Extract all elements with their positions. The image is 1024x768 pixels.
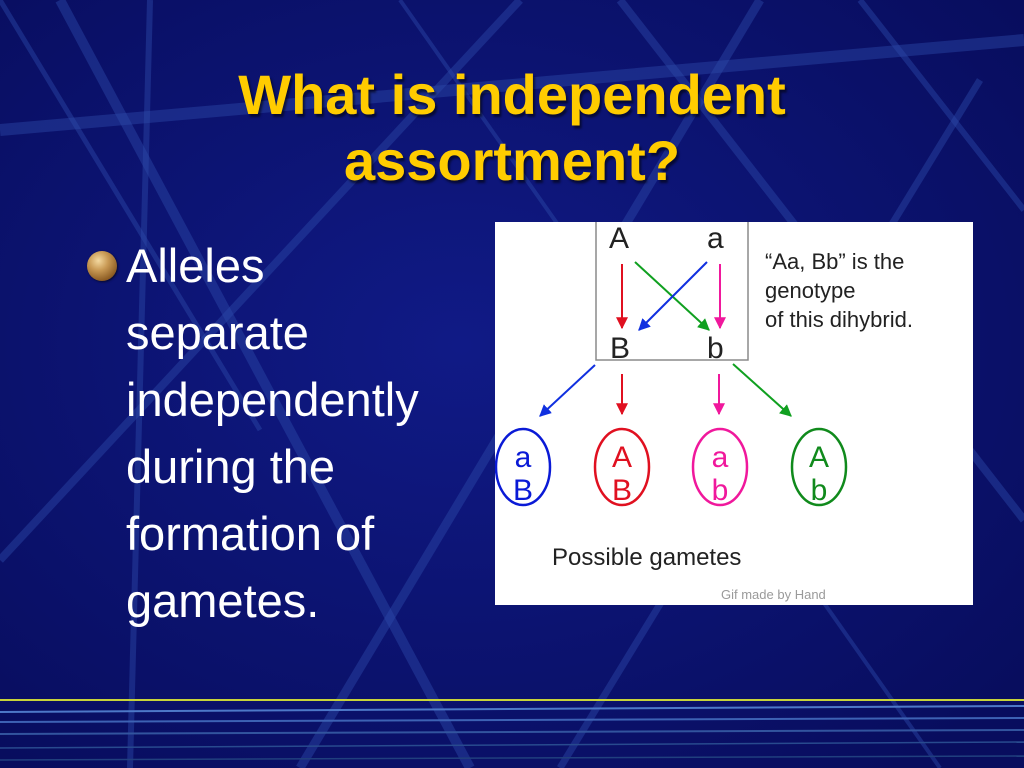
possible-gametes-label: Possible gametes (552, 544, 741, 571)
gamete-ab: a b (691, 427, 749, 507)
title-line-1: What is independent (238, 63, 786, 126)
diagram-svg: A a B b “Aa, Bb” is the genotype of this… (495, 222, 913, 602)
gamete-aB-bottom: B (513, 474, 533, 507)
arrow-blue-a-to-B (638, 261, 708, 331)
allele-label-b: b (707, 332, 724, 365)
bullet-line: Alleles (126, 239, 265, 292)
bullet-line: formation of (126, 507, 375, 560)
gamete-AB-bottom: B (612, 474, 632, 507)
slide-title: What is independent assortment? (0, 62, 1024, 194)
arrow-green-to-gamete-Ab (732, 363, 792, 417)
dihybrid-diagram: A a B b “Aa, Bb” is the genotype of this… (495, 222, 973, 605)
bullet-text: Alleles separate independently during th… (126, 232, 491, 634)
bullet-icon (87, 251, 117, 281)
gif-credit: Gif made by Hand (721, 587, 826, 602)
gamete-Ab: A b (790, 427, 848, 507)
bullet-line: during the (126, 440, 336, 493)
gamete-ab-bottom: b (712, 474, 729, 507)
bullet-line: separate (126, 306, 309, 359)
footer-lines (0, 699, 1024, 761)
parent-box (595, 222, 749, 361)
allele-label-A: A (609, 222, 629, 255)
bullet-line: independently (126, 373, 419, 426)
gamete-aB: a B (495, 427, 552, 507)
title-line-2: assortment? (343, 129, 681, 192)
genotype-caption-line-3: of this dihybrid. (765, 307, 913, 332)
gamete-Ab-top: A (809, 441, 829, 474)
allele-label-a: a (707, 222, 724, 255)
gamete-AB: A B (593, 427, 651, 507)
gamete-Ab-bottom: b (811, 474, 828, 507)
gamete-ab-top: a (712, 441, 729, 474)
genotype-caption-line-2: genotype (765, 278, 856, 303)
gamete-aB-top: a (515, 441, 532, 474)
allele-label-B: B (610, 332, 630, 365)
genotype-caption-line-1: “Aa, Bb” is the (765, 249, 904, 274)
bullet-line: gametes. (126, 574, 320, 627)
gamete-AB-top: A (612, 441, 632, 474)
arrow-blue-to-gamete-aB (539, 364, 596, 417)
